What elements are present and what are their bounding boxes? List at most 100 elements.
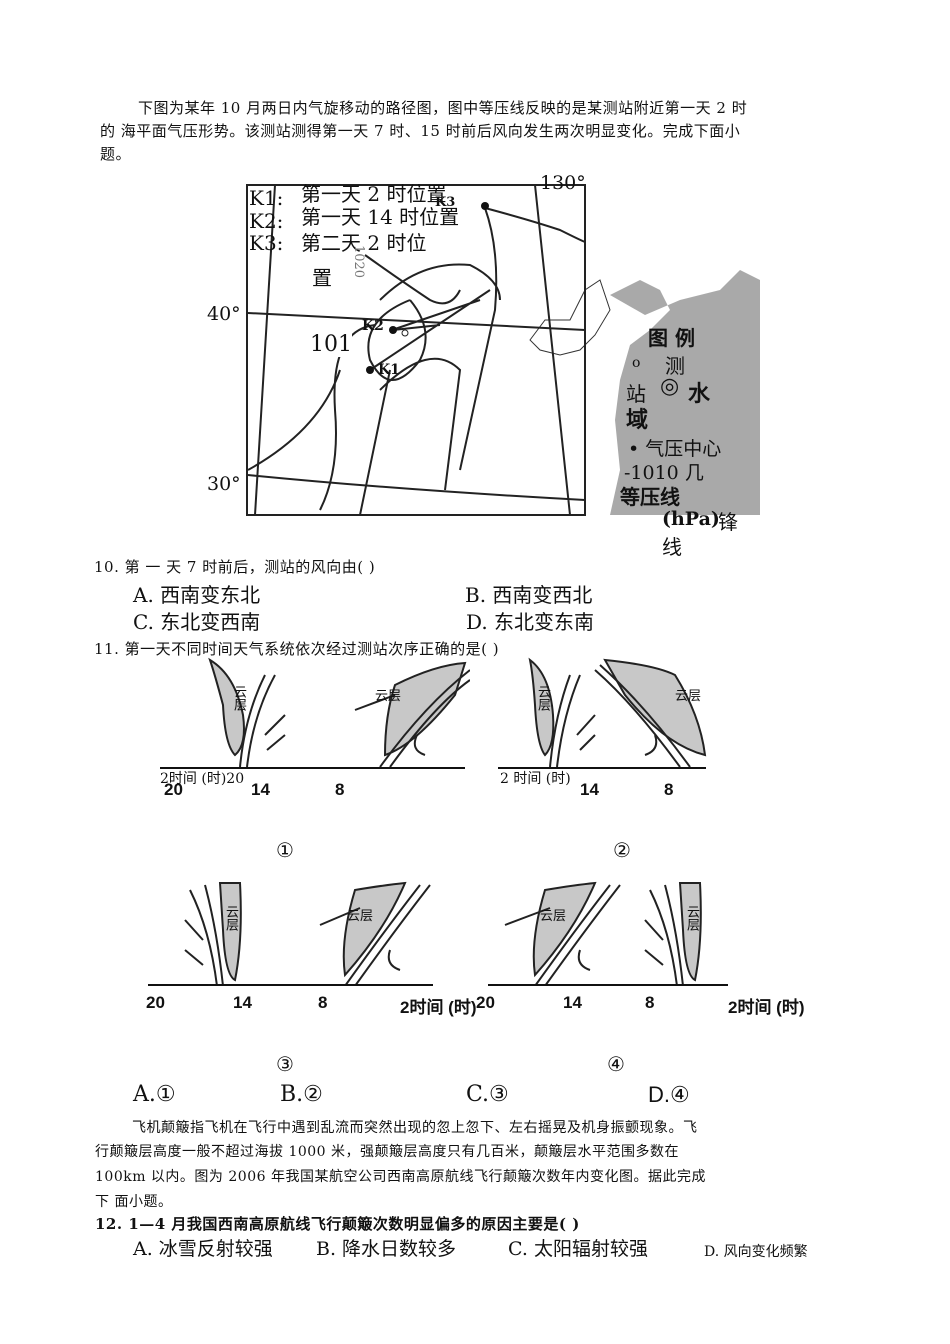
intro-line-3: 题。 — [100, 145, 132, 163]
q12-option-a[interactable]: A. 冰雪反射较强 — [133, 1238, 273, 1260]
q10-option-c[interactable]: C. 东北变西南 — [133, 610, 261, 634]
q10-option-d[interactable]: D. 东北变东南 — [466, 610, 595, 634]
q12-option-d[interactable]: D. 风向变化频繁 — [704, 1244, 808, 1260]
panel4-axis-text: 2时间 (时) — [728, 998, 805, 1017]
panel-mark-2: ② — [613, 838, 631, 862]
legend-water-icon: ◎ — [660, 374, 680, 399]
map-key-k3-text: 第二天 2 时位 — [301, 231, 427, 255]
cold-front-cloud — [528, 657, 555, 757]
legend-front-a: 锋 — [718, 510, 738, 534]
legend-water-a: 水 — [688, 381, 711, 407]
panel3-axis-text: 2时间 (时) — [400, 998, 477, 1017]
map-key-k2: K2: — [249, 209, 284, 233]
legend-water-b: 域 — [626, 407, 649, 433]
q11-option-b[interactable]: B.② — [280, 1082, 323, 1107]
front-diagram-2 — [528, 657, 707, 767]
panel-mark-1: ① — [276, 838, 294, 862]
time-axis-1 — [160, 767, 465, 769]
map-key-k3: K3: — [249, 231, 284, 255]
label-k3: K3 — [435, 195, 456, 210]
cloud-label: 云层 — [535, 685, 550, 711]
map-key-k1-text: 第一天 2 时位置 — [301, 182, 447, 206]
passage2-line-1: 飞机颠簸指飞机在飞行中遇到乱流而突然出现的忽上忽下、左右摇晃及机身振颤现象。飞 — [132, 1120, 698, 1136]
isobar-value-rotated: 1020 — [351, 244, 367, 279]
legend-unit: (hPa) — [662, 508, 720, 530]
label-k1: K1 — [378, 362, 400, 378]
panel4-tick: 14 — [563, 993, 582, 1012]
arrows — [504, 907, 664, 971]
latitude-30: 30° — [207, 473, 241, 495]
q11-option-a[interactable]: A.① — [133, 1082, 176, 1107]
front-diagram-1 — [208, 657, 470, 767]
warm-front-lines — [379, 669, 470, 767]
panel2-tick: 8 — [664, 780, 674, 799]
intro-line-1: 下图为某年 10 月两日内气旋移动的路径图，图中等压线反映的是某测站附近第一天 … — [138, 99, 748, 117]
warm-front-cloud — [342, 881, 407, 978]
map-key-k2-text: 第一天 14 时位置 — [301, 205, 460, 229]
map-key-k3-tail: 置 — [312, 266, 332, 290]
arrows — [576, 714, 658, 756]
q11-option-c[interactable]: C.③ — [466, 1082, 509, 1107]
cold-front-lines — [649, 884, 684, 986]
graticule — [247, 184, 586, 516]
front-diagram-4 — [504, 881, 702, 986]
longitude-130: 130° — [540, 172, 586, 194]
passage2-line-2: 行颠簸层高度一般不超过海拔 1000 米，强颠簸层高度只有几百米，颠簸层水平范围… — [95, 1144, 680, 1160]
panel3-tick: 20 — [146, 993, 165, 1012]
q10-option-b[interactable]: B. 西南变西北 — [465, 583, 593, 607]
q10-option-a[interactable]: A. 西南变东北 — [133, 583, 261, 607]
latitude-40: 40° — [207, 303, 241, 325]
intro-line-2: 的 海平面气压形势。该测站测得第一天 7 时、15 时前后风向发生两次明显变化。… — [100, 122, 741, 140]
warm-front-cloud — [532, 881, 597, 978]
warm-front-cloud — [603, 658, 707, 757]
pressure-center-k2 — [389, 326, 397, 334]
q12-option-b[interactable]: B. 降水日数较多 — [316, 1238, 457, 1260]
legend-station-icon: o — [632, 355, 641, 371]
legend-title: 图 例 — [648, 326, 695, 350]
warm-front-lines — [594, 664, 691, 767]
pressure-center-k1 — [366, 366, 374, 374]
cloud-label: 云层 — [375, 689, 402, 704]
panel-mark-3: ③ — [276, 1052, 294, 1076]
panel2-tick: 14 — [580, 780, 599, 799]
warm-front-cloud — [383, 661, 467, 757]
isobar-label: 101 — [310, 332, 352, 357]
q11-option-d[interactable]: D.④ — [648, 1082, 690, 1107]
q11-stem: 11. 第一天不同时间天气系统依次经过测站次序正确的是( ) — [94, 640, 500, 658]
label-k2: K2 — [362, 318, 384, 334]
legend-isobar: -1010 几 — [624, 462, 704, 484]
q12-stem: 12. 1—4 月我国西南高原航线飞行颠簸次数明显偏多的原因主要是( ) — [95, 1215, 580, 1233]
panel4-tick: 8 — [645, 993, 655, 1012]
panel-mark-4: ④ — [607, 1052, 625, 1076]
panel3-tick: 8 — [318, 993, 328, 1012]
passage2-line-3: 100km 以内。图为 2006 年我国某航空公司西南高原航线飞行颠簸次数年内变… — [95, 1169, 706, 1185]
time-axis-3 — [148, 984, 433, 986]
q10-stem: 10. 第 一 天 7 时前后，测站的风向由( ) — [94, 558, 376, 576]
q12-option-c[interactable]: C. 太阳辐射较强 — [508, 1238, 648, 1260]
legend-station-b: 站 — [626, 382, 646, 406]
cold-front-lines — [549, 674, 581, 767]
land-shading — [610, 270, 760, 515]
arrows — [184, 907, 401, 971]
map-frame — [246, 184, 586, 516]
panel1-tick: 14 — [251, 780, 270, 799]
fronts — [359, 289, 491, 516]
cloud-label: 云层 — [223, 905, 238, 931]
pressure-center-k3 — [481, 202, 489, 210]
legend-isobar-b: 等压线 — [620, 485, 680, 509]
cloud-label: 云层 — [540, 909, 567, 924]
cold-front-lines — [239, 674, 276, 767]
front-diagram-3 — [184, 881, 431, 986]
legend-front-b: 线 — [662, 535, 682, 559]
cloud-label: 云层 — [231, 685, 246, 711]
warm-front-lines — [534, 884, 621, 986]
passage2-line-4: 下 面小题。 — [95, 1194, 173, 1210]
warm-front-lines — [344, 884, 431, 986]
isobars — [247, 207, 586, 511]
panel1-tick: 8 — [335, 780, 345, 799]
legend-pressure-center: • 气压中心 — [628, 438, 722, 460]
cold-front-cloud — [208, 657, 245, 757]
cold-front-cloud — [218, 882, 242, 982]
panel4-tick: 20 — [476, 993, 495, 1012]
